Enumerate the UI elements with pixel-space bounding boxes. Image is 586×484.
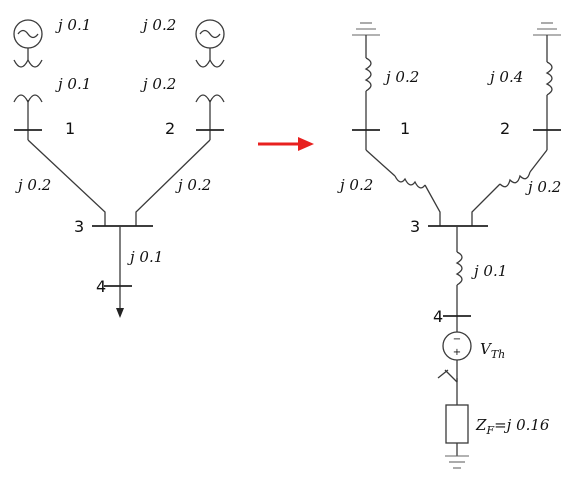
z2-label: j 0.4: [487, 68, 523, 86]
z13-label: j 0.2: [337, 176, 373, 194]
inductor-3-4: [455, 251, 463, 286]
generator-1: [13, 19, 43, 60]
z34-label: j 0.1: [471, 262, 507, 280]
xf1-reactance: j 0.1: [55, 75, 91, 93]
ground-top-left-icon: [352, 22, 380, 36]
line34-reactance: j 0.1: [127, 248, 163, 266]
transformer-1: [13, 58, 43, 140]
ground-top-right-icon: [533, 22, 561, 36]
right-bus-1-label: 1: [400, 119, 410, 138]
source-minus: −: [453, 334, 461, 345]
zf-label: ZF=j 0.16: [475, 416, 550, 437]
gen2-reactance: j 0.2: [140, 16, 176, 34]
right-bus-4-label: 4: [433, 307, 443, 326]
z23-label: j 0.2: [525, 178, 561, 196]
right-bus-3-label: 3: [410, 217, 420, 236]
fault-switch-icon: [437, 369, 458, 405]
gen1-reactance: j 0.1: [55, 16, 91, 34]
left-bus-2-label: 2: [165, 119, 175, 138]
right-bus-2-label: 2: [500, 119, 510, 138]
transformer-2: [195, 58, 225, 140]
right-network: − + j 0.2 j 0.4 1 2 j 0.2 j 0.2 3 j 0.1 …: [337, 22, 561, 469]
left-line-1-3: [27, 139, 106, 226]
left-line-2-3: [135, 139, 211, 226]
source-plus: +: [453, 347, 461, 358]
inductor-1: [364, 57, 372, 92]
ground-bottom-icon: [445, 455, 469, 469]
z1-label: j 0.2: [383, 68, 419, 86]
left-bus-4-label: 4: [96, 277, 106, 296]
left-network: j 0.1 j 0.1 j 0.2 j 0.2 1 2 j 0.2 j 0.2 …: [13, 16, 225, 318]
line23-reactance: j 0.2: [175, 176, 211, 194]
fault-impedance-box: [445, 404, 469, 444]
xf2-reactance: j 0.2: [140, 75, 176, 93]
line13-reactance: j 0.2: [15, 176, 51, 194]
inductor-2: [545, 61, 553, 96]
left-bus-3-label: 3: [74, 217, 84, 236]
transform-arrow-icon: [258, 137, 314, 151]
generator-2: [195, 19, 225, 60]
left-bus-1-label: 1: [65, 119, 75, 138]
thevenin-source-icon: − +: [442, 331, 472, 361]
inductor-2-3: [499, 171, 531, 188]
inductor-1-3: [394, 175, 426, 189]
load-arrow-icon: [116, 308, 124, 318]
vth-label: VTh: [480, 340, 505, 361]
